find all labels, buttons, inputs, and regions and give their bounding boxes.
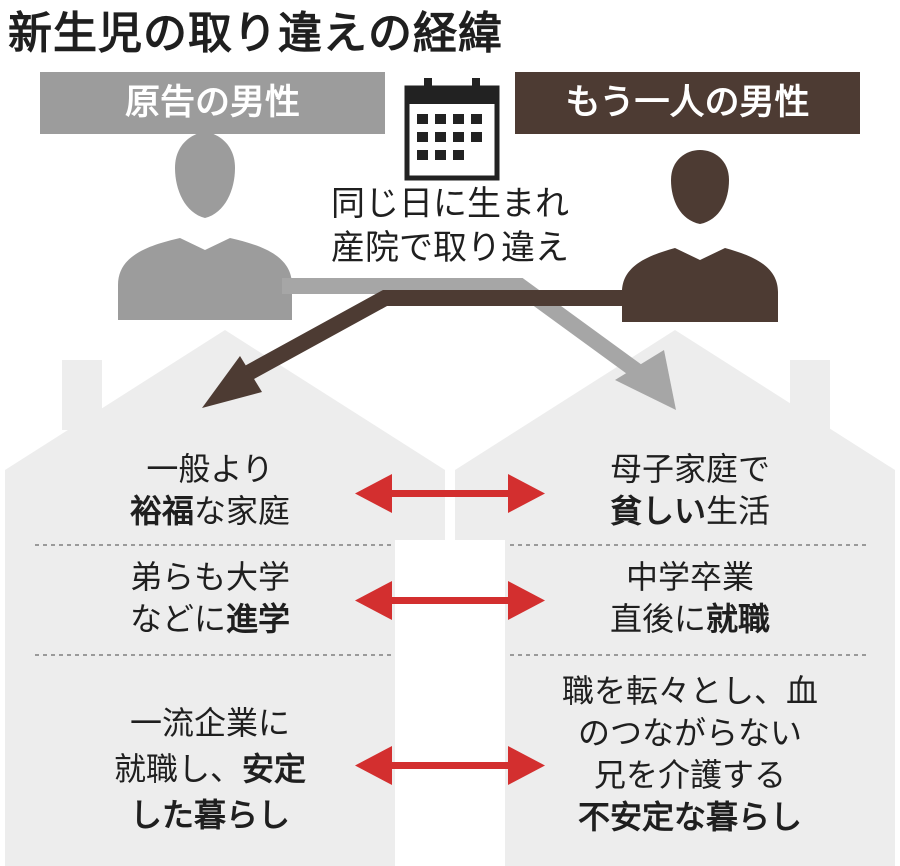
cell-text: などに <box>129 600 226 638</box>
center-caption-line-1: 同じ日に生まれ <box>331 184 569 224</box>
double-arrow-icon-2 <box>355 581 545 620</box>
cell-line: 直後に就職 <box>505 598 875 640</box>
cell-text: な家庭 <box>194 492 291 530</box>
double-arrow-icon-1 <box>355 474 545 513</box>
row-3-right: 職を転々とし、血のつながらない兄を介護する不安定な暮らし <box>505 670 875 838</box>
cell-text: 生活 <box>706 492 771 530</box>
emphasis-text: 不安定な暮らし <box>577 798 802 836</box>
double-arrows <box>355 474 545 785</box>
cell-line: 一般より <box>30 448 390 490</box>
row-2-left: 弟らも大学などに進学 <box>30 556 390 640</box>
cell-line: 裕福な家庭 <box>30 490 390 532</box>
row-3-left: 一流企業に就職し、安定した暮らし <box>30 700 390 838</box>
cell-text: 中学卒業 <box>625 558 754 596</box>
right-person-label: もう一人の男性 <box>515 72 860 134</box>
cell-text: のつながらない <box>577 714 802 752</box>
calendar-icon <box>404 78 500 181</box>
cell-line: 不安定な暮らし <box>505 796 875 838</box>
cell-line: 就職し、安定 <box>30 746 390 792</box>
cell-text: 一般より <box>146 450 274 488</box>
cell-line: した暮らし <box>30 792 390 838</box>
double-arrow-icon-3 <box>355 746 545 785</box>
emphasis-text: 進学 <box>226 600 291 638</box>
cell-text: 母子家庭で <box>609 450 770 488</box>
emphasis-text: した暮らし <box>129 796 290 834</box>
page-title: 新生児の取り違えの経緯 <box>8 8 503 59</box>
cell-text: 一流企業に <box>129 704 290 742</box>
emphasis-text: 裕福 <box>129 492 194 530</box>
left-person-label: 原告の男性 <box>40 72 385 134</box>
left-person-icon <box>118 132 292 320</box>
cell-line: 職を転々とし、血 <box>505 670 875 712</box>
center-caption-line-2: 産院で取り違え <box>331 228 569 268</box>
row-separators <box>35 544 870 656</box>
cell-line: 兄を介護する <box>505 754 875 796</box>
brown-cross-arrow <box>202 290 622 408</box>
cell-text: 弟らも大学 <box>129 558 290 596</box>
row-2-right: 中学卒業直後に就職 <box>505 556 875 640</box>
emphasis-text: 安定 <box>242 750 307 788</box>
cell-line: 弟らも大学 <box>30 556 390 598</box>
cell-text: 就職し、 <box>113 750 242 788</box>
cell-text: 直後に <box>609 600 706 638</box>
gray-cross-arrow <box>282 278 676 410</box>
emphasis-text: 貧しい <box>609 492 706 530</box>
cell-line: のつながらない <box>505 712 875 754</box>
center-caption: 同じ日に生まれ 産院で取り違え <box>260 182 640 270</box>
right-person-icon <box>622 150 778 322</box>
cell-text: 職を転々とし、血 <box>561 672 818 710</box>
cell-line: などに進学 <box>30 598 390 640</box>
cell-text: 兄を介護する <box>593 756 786 794</box>
cell-line: 貧しい生活 <box>505 490 875 532</box>
row-1-left: 一般より裕福な家庭 <box>30 448 390 532</box>
right-house-icon <box>455 330 895 866</box>
cell-line: 中学卒業 <box>505 556 875 598</box>
cell-line: 母子家庭で <box>505 448 875 490</box>
cell-line: 一流企業に <box>30 700 390 746</box>
row-1-right: 母子家庭で貧しい生活 <box>505 448 875 532</box>
left-house-icon <box>5 330 445 866</box>
emphasis-text: 就職 <box>706 600 771 638</box>
